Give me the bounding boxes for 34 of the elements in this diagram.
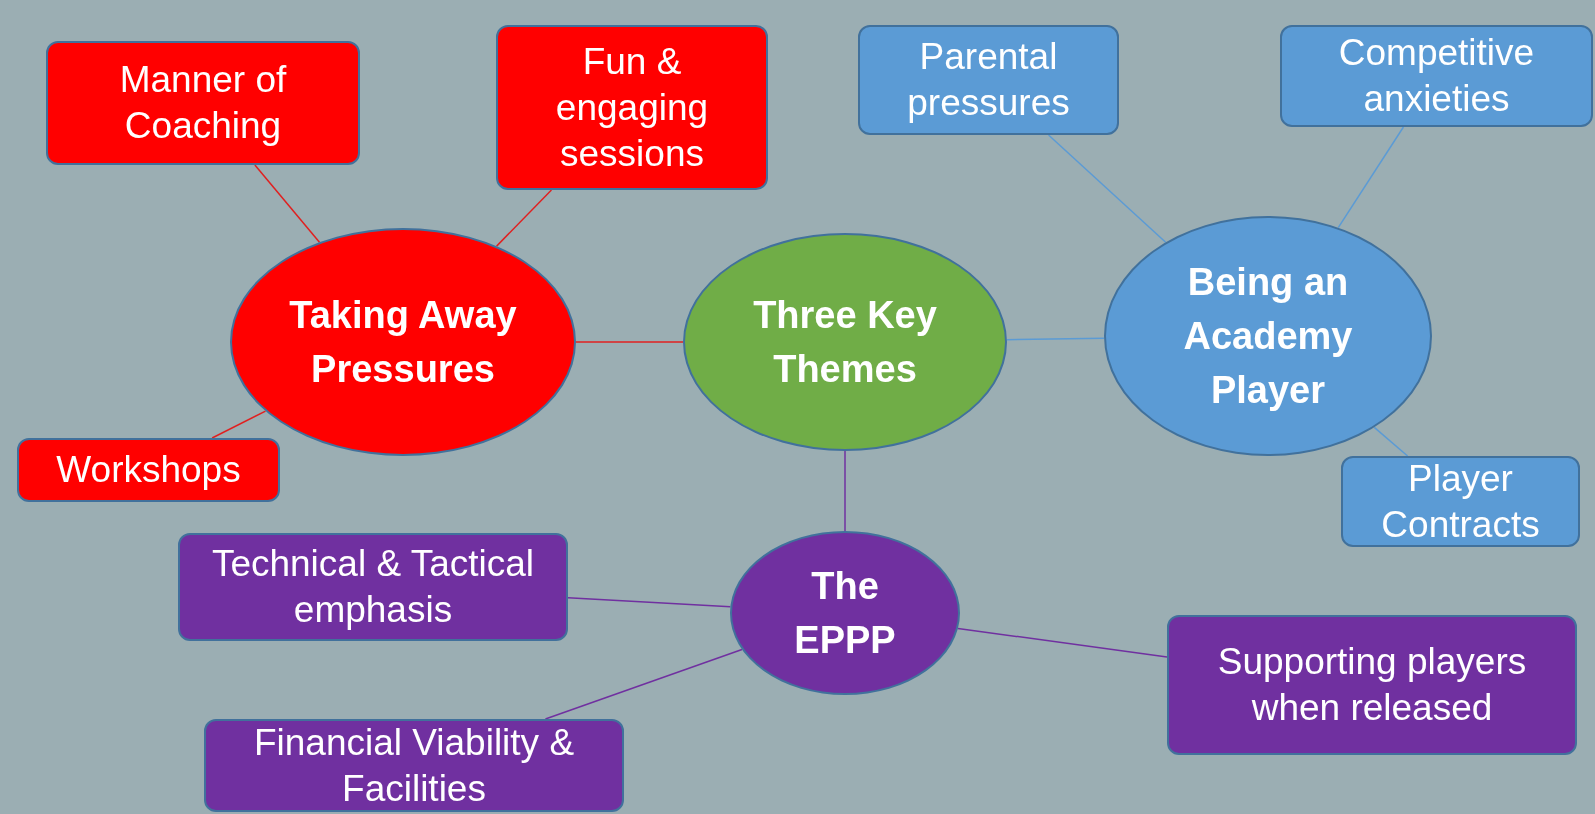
connector-line — [254, 164, 321, 243]
topic-box — [178, 533, 568, 641]
topic-text: Player Contracts — [1380, 456, 1541, 547]
topic-box — [1280, 25, 1593, 127]
connector-line — [1337, 126, 1405, 229]
theme-title: Three Key Themes — [752, 293, 938, 392]
connector-line — [575, 341, 684, 343]
topic-box — [204, 719, 624, 812]
topic-text: Fun & engaging sessions — [554, 39, 710, 176]
topic-box — [496, 25, 768, 190]
theme-title: The EPPP — [793, 564, 897, 663]
connector-line — [211, 410, 267, 439]
connector-line — [567, 597, 732, 608]
topic-text: Supporting players when released — [1216, 640, 1528, 730]
topic-text: Parental pressures — [906, 35, 1071, 125]
connector-line — [544, 648, 743, 720]
connector-line — [1373, 426, 1409, 457]
theme-title: Being an Academy Player — [1182, 260, 1354, 413]
topic-box — [1167, 615, 1577, 755]
topic-text: Competitive anxieties — [1337, 31, 1536, 121]
topic-box — [1341, 456, 1580, 547]
topic-box — [17, 438, 280, 502]
connector-line — [957, 627, 1168, 658]
topic-text: Technical & Tactical emphasis — [210, 542, 536, 632]
topic-box — [46, 41, 360, 165]
topic-text: Workshops — [56, 448, 241, 492]
connector-line — [1047, 134, 1167, 243]
theme-title: Taking Away Pressures — [288, 293, 518, 392]
topic-box — [858, 25, 1119, 135]
topic-text: Manner of Coaching — [118, 58, 288, 148]
connector-line — [1006, 337, 1105, 341]
connector-line — [844, 450, 846, 532]
topic-text: Financial Viability & Facilities — [252, 720, 576, 811]
connector-line — [495, 189, 553, 247]
